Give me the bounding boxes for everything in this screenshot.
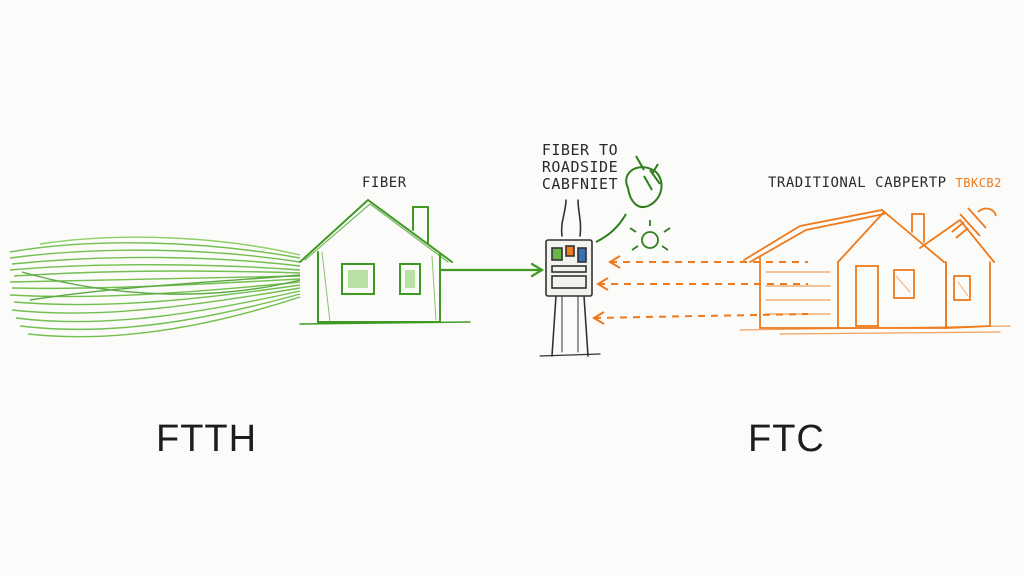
cabinet-label-line3: CABFNIET [541, 175, 619, 193]
traditional-label-extra: TBKCB2 [955, 176, 1002, 190]
cabinet-label: FIBER TO ROADSIDE CABFNIET [520, 142, 640, 193]
ftc-caption: FTC [748, 418, 825, 460]
roadside-cabinet-icon [539, 199, 601, 357]
legacy-dashed-links [593, 261, 809, 319]
wrench-icon [951, 207, 997, 239]
ftc-house-icon [739, 209, 1011, 335]
fiber-bundle [9, 236, 301, 338]
plug-icon [595, 155, 663, 243]
cabinet-label-line1: FIBER TO [541, 141, 619, 159]
ftth-house-icon [299, 198, 545, 325]
legacy-arrowheads [592, 255, 621, 325]
cabinet-label-line2: ROADSIDE [541, 158, 619, 176]
traditional-label: TRADITIONAL CABPERTP TBKCB2 [768, 175, 1002, 191]
ftth-caption: FTTH [156, 418, 258, 460]
lightbulb-icon [629, 220, 671, 251]
fiber-label: FIBER [362, 175, 407, 191]
traditional-label-text: TRADITIONAL CABPERTP [768, 175, 947, 191]
